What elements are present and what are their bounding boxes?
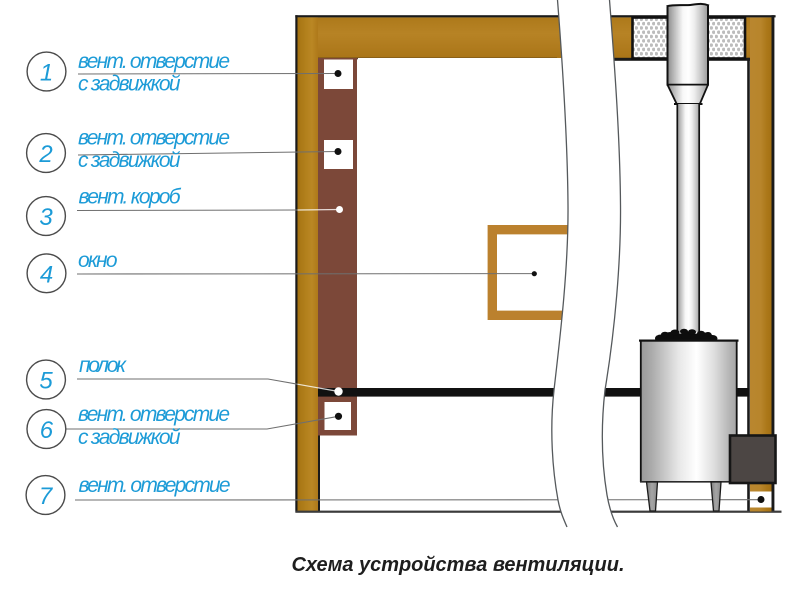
svg-text:Схема устройства вентиляции.: Схема устройства вентиляции. xyxy=(292,554,625,576)
svg-text:6: 6 xyxy=(40,417,54,444)
svg-text:3: 3 xyxy=(39,204,53,231)
svg-text:с задвижкой: с задвижкой xyxy=(78,149,181,172)
svg-text:с задвижкой: с задвижкой xyxy=(78,72,181,95)
svg-text:вент. отверстие: вент. отверстие xyxy=(79,474,231,497)
svg-text:4: 4 xyxy=(40,261,53,288)
svg-text:1: 1 xyxy=(40,60,53,87)
svg-text:7: 7 xyxy=(39,483,54,510)
svg-text:окно: окно xyxy=(78,249,118,272)
svg-text:с задвижкой: с задвижкой xyxy=(78,426,181,449)
svg-text:2: 2 xyxy=(38,141,52,168)
svg-text:вент. отверстие: вент. отверстие xyxy=(78,403,230,426)
svg-text:вент. отверстие: вент. отверстие xyxy=(78,50,230,73)
svg-text:5: 5 xyxy=(39,368,53,395)
svg-text:вент. короб: вент. короб xyxy=(79,186,182,209)
svg-text:вент. отверстие: вент. отверстие xyxy=(78,127,230,150)
svg-text:полок: полок xyxy=(79,354,127,377)
